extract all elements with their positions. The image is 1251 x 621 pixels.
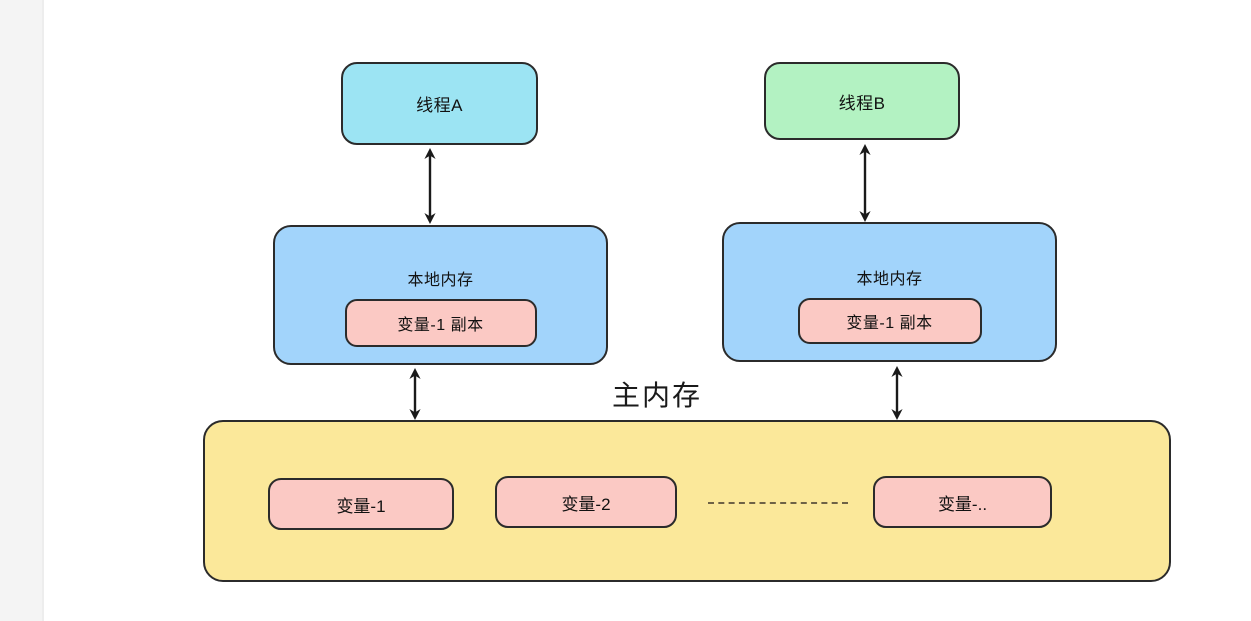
thread-a-label: 线程A	[416, 96, 463, 115]
local-mem-a-box[interactable]: 本地内存 变量-1 副本	[273, 225, 608, 365]
main-memory-variable-2-label: 变量-2	[561, 494, 611, 514]
thread-b-box[interactable]: 线程B	[764, 62, 960, 140]
arrow-local-mem-a-main-mem	[403, 366, 427, 422]
local-mem-a-variable-box[interactable]: 变量-1 副本	[344, 299, 537, 347]
main-memory-variable-2[interactable]: 变量-2	[495, 476, 677, 528]
main-memory-title: 主内存	[612, 380, 703, 411]
local-mem-b-label: 本地内存	[856, 271, 923, 288]
main-memory-variable-1[interactable]: 变量-1	[268, 478, 454, 530]
arrow-local-mem-b-main-mem	[885, 364, 909, 422]
local-mem-b-box[interactable]: 本地内存 变量-1 副本	[722, 222, 1057, 362]
local-mem-a-variable-label: 变量-1 副本	[397, 317, 484, 334]
variable-ellipsis-dashed-line	[708, 502, 848, 504]
thread-a-box[interactable]: 线程A	[341, 62, 538, 145]
local-mem-b-variable-box[interactable]: 变量-1 副本	[797, 298, 982, 344]
arrow-thread-a-local-mem-a	[418, 146, 442, 226]
main-memory-variable-1-label: 变量-1	[336, 496, 386, 516]
arrow-thread-b-local-mem-b	[853, 142, 877, 224]
thread-b-label: 线程B	[838, 93, 886, 113]
left-gutter-strip	[0, 0, 42, 621]
local-mem-b-variable-label: 变量-1 副本	[846, 315, 933, 332]
main-memory-variable-n[interactable]: 变量-..	[873, 476, 1052, 528]
main-memory-variable-n-label: 变量-..	[937, 494, 988, 514]
left-gutter-divider	[42, 0, 44, 621]
local-mem-a-label: 本地内存	[407, 272, 474, 289]
